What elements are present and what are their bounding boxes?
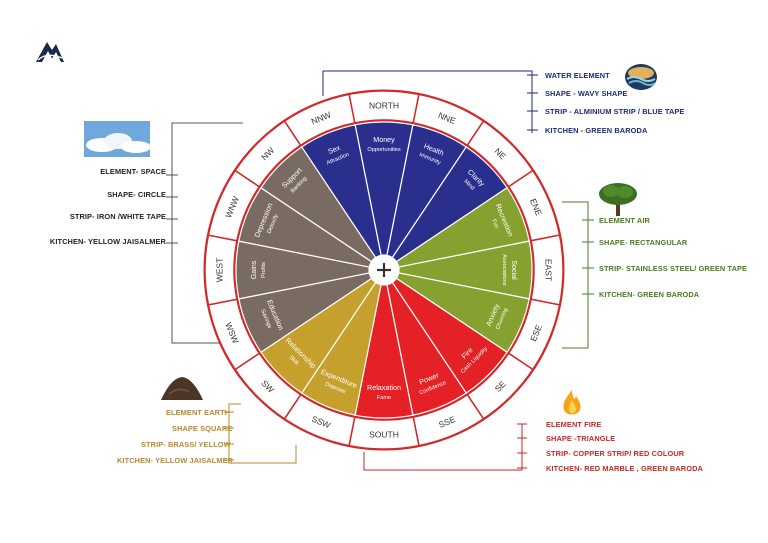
legend-space-kitchen: KITCHEN- YELLOW JAISALMER xyxy=(49,237,166,246)
tree-image-icon xyxy=(599,183,637,216)
svg-text:Sex: Sex xyxy=(327,143,342,156)
direction-label-east: EAST xyxy=(544,259,554,281)
legend-water-shape: SHAPE - WAVY SHAPE xyxy=(545,89,628,98)
legend-space-strip: STRIP- IRON /WHITE TAPE xyxy=(69,212,166,221)
legend-earth-kitchen: KITCHEN- YELLOW JAISALMER xyxy=(117,456,234,465)
svg-text:Social: Social xyxy=(510,260,519,280)
legend-air-kitchen: KITCHEN- GREEN BARODA xyxy=(599,290,700,299)
triangle-mountain-logo-icon xyxy=(36,42,64,62)
legend-space-shape: SHAPE- CIRCLE xyxy=(107,190,166,199)
legend-fire-kitchen: KITCHEN- RED MARBLE , GREEN BARODA xyxy=(546,464,703,473)
legend-air-element: ELEMENT AIR xyxy=(599,216,650,225)
water-waves-image-icon xyxy=(625,64,657,90)
svg-text:Relaxation: Relaxation xyxy=(367,383,401,392)
svg-text:Profits: Profits xyxy=(261,262,267,278)
svg-text:Fun: Fun xyxy=(490,218,499,229)
direction-cell-nnw xyxy=(283,93,356,147)
legend-earth-shape: SHAPE SQUARE xyxy=(172,424,233,433)
svg-text:Fame: Fame xyxy=(377,395,391,401)
plus-icon xyxy=(377,263,391,277)
legend-space-element: ELEMENT- SPACE xyxy=(100,167,166,176)
legend-water-strip: STRIP - ALMINIUM STRIP / BLUE TAPE xyxy=(545,107,685,116)
legend-fire-strip: STRIP- COPPER STRIP/ RED COLOUR xyxy=(546,449,685,458)
direction-label-south: SOUTH xyxy=(369,430,399,440)
direction-label-north: NORTH xyxy=(369,101,399,111)
legend-air-shape: SHAPE- RECTANGULAR xyxy=(599,238,688,247)
svg-text:Money: Money xyxy=(373,135,395,144)
fire-image-icon xyxy=(563,390,581,415)
sky-clouds-image-icon xyxy=(84,121,150,157)
legend-earth-element: ELEMENT EARTH xyxy=(166,408,231,417)
direction-label-west: WEST xyxy=(215,258,225,283)
svg-text:Associations: Associations xyxy=(501,254,507,286)
legend-water-element: WATER ELEMENT xyxy=(545,71,610,80)
legend-fire-element: ELEMENT FIRE xyxy=(546,420,602,429)
legend-air-strip: STRIP- STAINLESS STEEL/ GREEN TAPE xyxy=(599,264,748,273)
soil-mound-image-icon xyxy=(161,377,203,400)
svg-text:Skill: Skill xyxy=(288,355,300,367)
svg-text:Gains: Gains xyxy=(249,260,258,279)
legend-earth-strip: STRIP- BRASS/ YELLOW xyxy=(141,440,231,449)
svg-text:Opportunities: Opportunities xyxy=(367,147,400,153)
legend-fire-shape: SHAPE -TRIANGLE xyxy=(546,434,616,443)
legend-water-kitchen: KITCHEN - GREEN BARODA xyxy=(545,126,648,135)
